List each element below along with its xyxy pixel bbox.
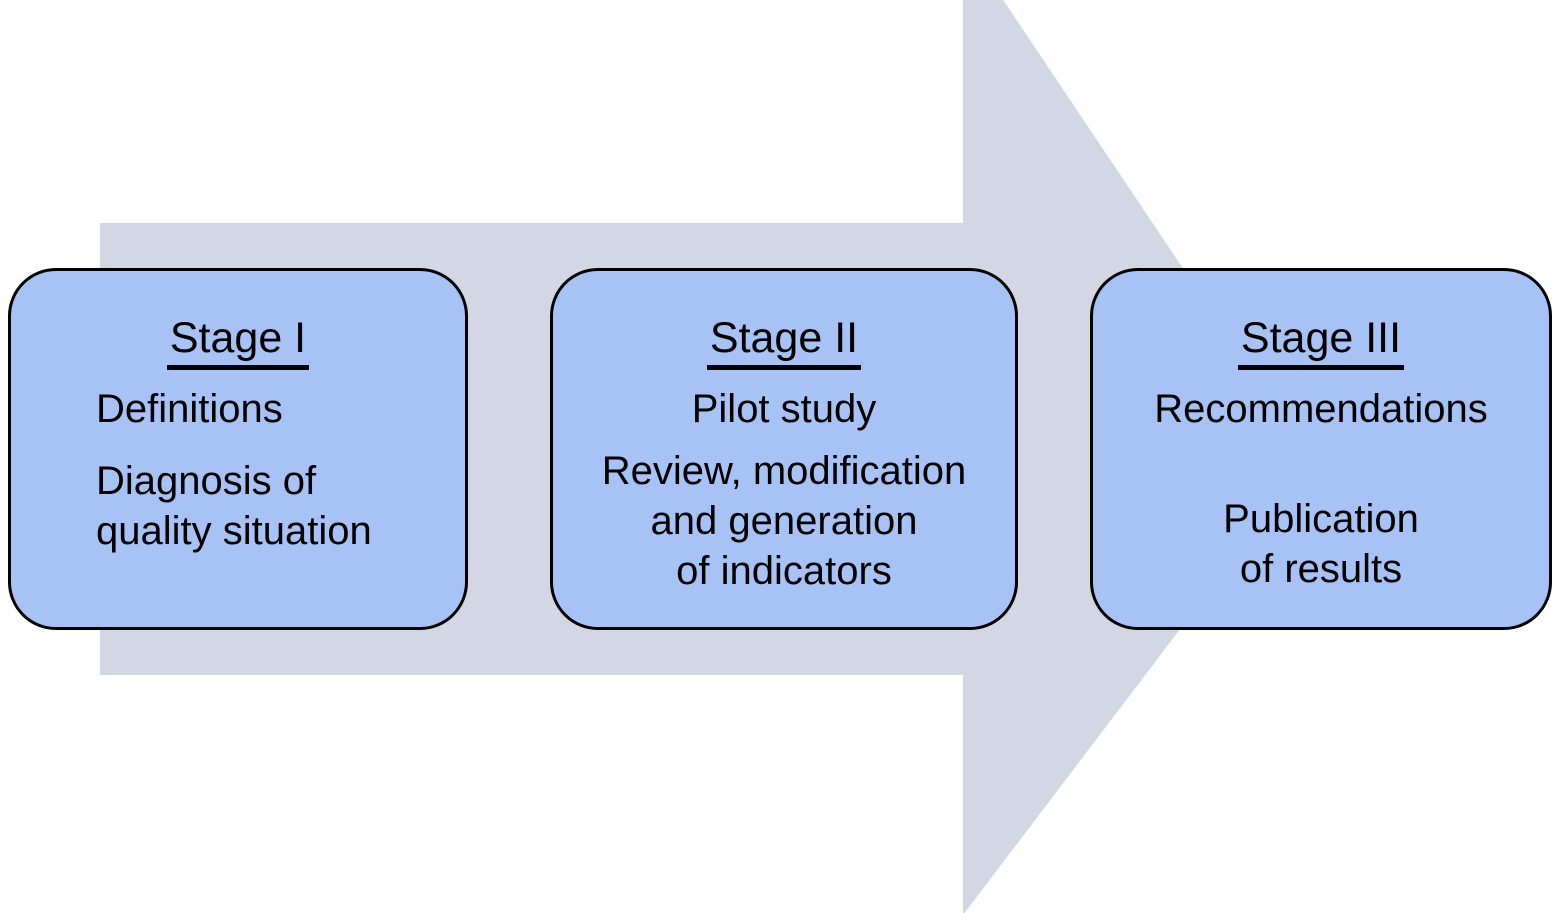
stage-3-paragraph: Recommendations (1093, 384, 1549, 434)
stage-2-paragraph: Pilot study (553, 384, 1015, 434)
stage-1-title-text: Stage I (166, 314, 310, 370)
stage-text-line: Publication (1223, 497, 1419, 541)
stage-text-line: and generation (650, 499, 918, 543)
stage-3-paragraph: Publication of results (1093, 494, 1549, 594)
stage-text-line: Pilot study (691, 387, 877, 431)
stage-text-line: Diagnosis of (96, 459, 317, 503)
stage-text-line: Recommendations (1154, 387, 1488, 431)
stage-box-2: Stage II Pilot study Review, modificatio… (550, 268, 1018, 630)
stage-1-paragraph: Diagnosis of quality situation (96, 456, 465, 556)
stage-text-line: quality situation (96, 509, 372, 553)
stage-1-body: Definitions Diagnosis of quality situati… (11, 384, 465, 556)
stage-2-paragraph: Review, modification and generation of i… (553, 446, 1015, 596)
stage-text-line: Definitions (96, 387, 283, 431)
stage-3-body: Recommendations Publication of results (1093, 384, 1549, 594)
stage-2-title-text: Stage II (706, 314, 862, 370)
stage-text-line: of indicators (676, 549, 892, 593)
stage-3-title: Stage III (1093, 313, 1549, 370)
stage-text-line: of results (1239, 547, 1403, 591)
stage-1-title: Stage I (11, 313, 465, 370)
stage-2-title: Stage II (553, 313, 1015, 370)
stage-box-1: Stage I Definitions Diagnosis of quality… (8, 268, 468, 630)
stage-1-paragraph: Definitions (96, 384, 465, 434)
stage-text-line: Review, modification (601, 449, 967, 493)
stage-3-title-text: Stage III (1237, 314, 1405, 370)
stage-box-3: Stage III Recommendations Publication of… (1090, 268, 1552, 630)
stage-2-body: Pilot study Review, modification and gen… (553, 384, 1015, 596)
